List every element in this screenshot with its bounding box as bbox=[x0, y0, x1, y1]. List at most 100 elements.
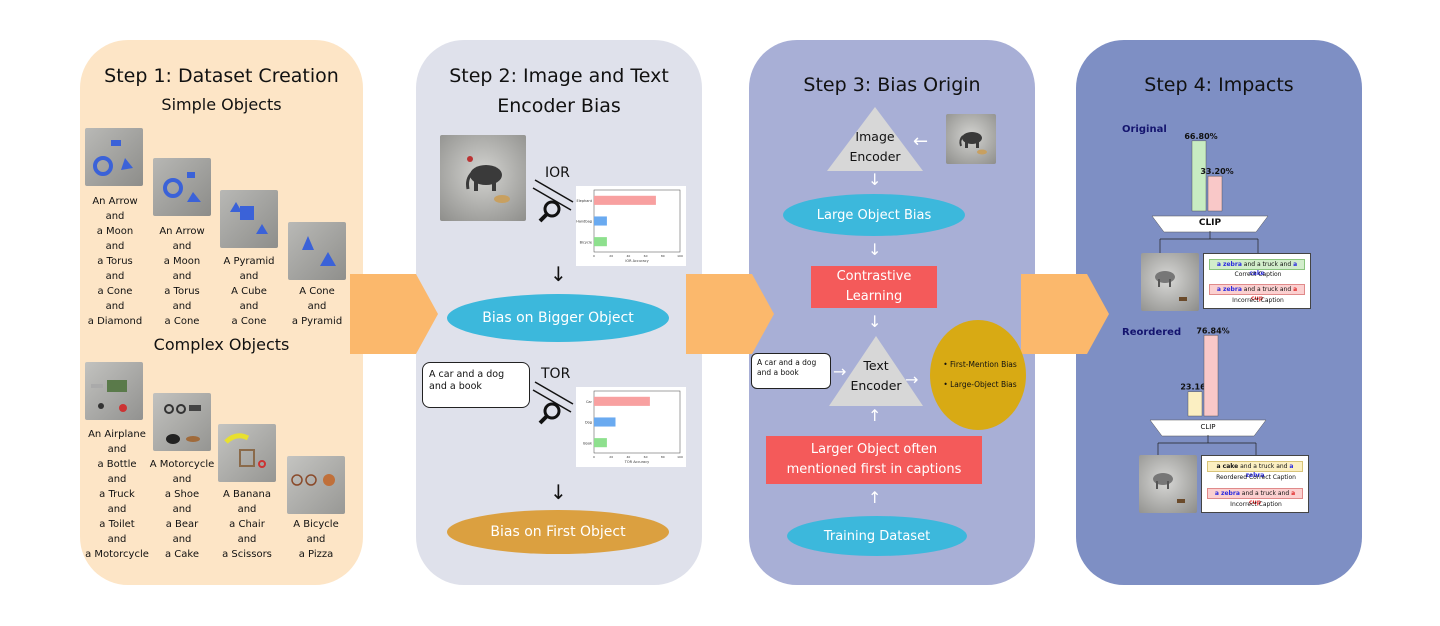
complex-label-line: a Cake bbox=[164, 549, 199, 560]
text-encoder-label-1: Text bbox=[863, 358, 889, 373]
chart-category-label: Car bbox=[586, 400, 593, 404]
simple-label-line: and bbox=[105, 211, 125, 222]
bias-bullet-1: • First-Mention Bias bbox=[943, 360, 1017, 369]
ior-connector-lines bbox=[532, 179, 574, 211]
orig-correct-caption: Correct Caption bbox=[1234, 271, 1282, 278]
complex-label-line: a Chair bbox=[229, 519, 265, 530]
simple-label-line: and bbox=[172, 241, 192, 252]
chart-data-label: 66.80% bbox=[1184, 132, 1217, 141]
text-encoder-triangle bbox=[829, 336, 923, 406]
step3-title: Step 3: Bias Origin bbox=[803, 74, 981, 96]
chart-tick-label: 20 bbox=[609, 254, 613, 258]
chart-bar bbox=[1203, 335, 1219, 417]
simple-label-line: a Cone bbox=[231, 316, 267, 327]
simple-label-line: a Moon bbox=[163, 256, 201, 267]
complex-label-line: a Bear bbox=[165, 519, 199, 530]
zebra-image-reordered bbox=[1139, 455, 1197, 513]
contrastive-line1: Contrastive bbox=[836, 269, 912, 284]
magnifier-icon bbox=[538, 402, 561, 425]
contrastive-line2: Learning bbox=[845, 289, 903, 304]
arrow-left-image: ← bbox=[913, 131, 929, 152]
simple-label-line: a Pyramid bbox=[291, 316, 343, 327]
reo-correct-part-2: and a truck and bbox=[1238, 463, 1290, 470]
simple-object-image-2 bbox=[153, 158, 211, 216]
bias-bigger-object-pill: Bias on Bigger Object bbox=[447, 294, 669, 342]
step3-text-input-box: A car and a dog and a book bbox=[751, 353, 831, 389]
original-captions-box: a zebra and a truck and a cake Correct C… bbox=[1203, 253, 1311, 309]
elephant-image bbox=[440, 135, 526, 221]
complex-label-line: and bbox=[107, 444, 127, 455]
simple-label-line: and bbox=[239, 271, 259, 282]
larger-object-first-box: Larger Object often mentioned first in c… bbox=[766, 436, 982, 484]
chart-bar bbox=[1187, 391, 1203, 417]
chart-category-label: Handbag bbox=[576, 220, 592, 224]
chart-bar bbox=[594, 195, 656, 205]
contrastive-learning-box: Contrastive Learning bbox=[811, 266, 937, 308]
simple-label-line: A Cone bbox=[299, 286, 335, 297]
chart-data-label: 33.20% bbox=[1200, 167, 1233, 176]
reo-incorrect-part-1: a zebra bbox=[1214, 490, 1240, 497]
step2-title-line1: Step 2: Image and Text bbox=[449, 65, 669, 87]
complex-label-line: and bbox=[107, 474, 127, 485]
chart-bar bbox=[594, 216, 607, 226]
complex-object-image-1 bbox=[85, 362, 143, 420]
bias-bullet-2-text: Large-Object Bias bbox=[950, 380, 1017, 389]
chart-xlabel: IOR Accuracy bbox=[625, 259, 648, 263]
complex-label-line: An Airplane bbox=[88, 429, 146, 440]
tor-label: TOR bbox=[541, 366, 571, 382]
complex-object-image-3 bbox=[218, 424, 276, 482]
chart-tick-label: 20 bbox=[609, 455, 613, 459]
complex-label-line: and bbox=[306, 534, 326, 545]
step1-title: Step 1: Dataset Creation bbox=[104, 65, 339, 87]
magnifier-icon bbox=[538, 200, 561, 223]
chart-bar bbox=[1207, 175, 1223, 212]
reo-incorrect-caption: Incorrect Caption bbox=[1230, 501, 1282, 508]
complex-label-line: and bbox=[172, 474, 192, 485]
arrow-down-3: ↓ bbox=[868, 312, 882, 331]
simple-object-image-3 bbox=[220, 190, 278, 248]
arrow-down-1: ↓ bbox=[868, 170, 882, 189]
flow-arrow-3-4 bbox=[1021, 274, 1109, 354]
arrow-up-2: ↑ bbox=[868, 488, 882, 507]
chart-bar bbox=[594, 237, 607, 247]
simple-label-line: An Arrow bbox=[159, 226, 205, 237]
step2-title-line2: Encoder Bias bbox=[497, 95, 621, 117]
reo-correct-caption: Reordered Correct Caption bbox=[1216, 474, 1296, 481]
complex-object-image-4 bbox=[287, 456, 345, 514]
chart-tick-label: 100 bbox=[677, 254, 683, 258]
original-connector bbox=[1159, 231, 1259, 255]
complex-objects-heading: Complex Objects bbox=[153, 335, 290, 354]
complex-label-line: a Scissors bbox=[222, 549, 272, 560]
simple-label-line: a Cone bbox=[97, 286, 133, 297]
arrow-right-bias: → bbox=[905, 370, 919, 389]
bias-circle bbox=[930, 320, 1026, 430]
simple-label-line: and bbox=[172, 271, 192, 282]
simple-label-line: and bbox=[172, 301, 192, 312]
simple-label-line: and bbox=[105, 271, 125, 282]
chart-tick-label: 80 bbox=[661, 254, 665, 258]
simple-label-line: and bbox=[105, 241, 125, 252]
simple-label-line: a Torus bbox=[164, 286, 200, 297]
step2-text-input-box: A car and a dog and a book bbox=[422, 362, 530, 408]
ior-label: IOR bbox=[545, 165, 570, 181]
image-encoder-label-1: Image bbox=[855, 129, 895, 144]
bias-bullet-2: • Large-Object Bias bbox=[943, 380, 1017, 389]
tor-connector-lines bbox=[532, 381, 574, 413]
orig-correct-part-2: and a truck and bbox=[1241, 261, 1294, 268]
clip-trapezoid bbox=[1151, 215, 1269, 233]
chart-tick-label: 80 bbox=[661, 455, 665, 459]
simple-label-line: A Cube bbox=[231, 286, 267, 297]
complex-label-line: and bbox=[172, 534, 192, 545]
orig-correct-part-3: a cake bbox=[1249, 261, 1298, 277]
reo-incorrect-text: a zebra and a truck and a cup bbox=[1207, 488, 1303, 506]
clip-label-reordered: CLIP bbox=[1200, 423, 1216, 431]
original-bar-chart: 66.80% 33.20% bbox=[1184, 132, 1234, 212]
bias-first-object-pill: Bias on First Object bbox=[447, 510, 669, 554]
